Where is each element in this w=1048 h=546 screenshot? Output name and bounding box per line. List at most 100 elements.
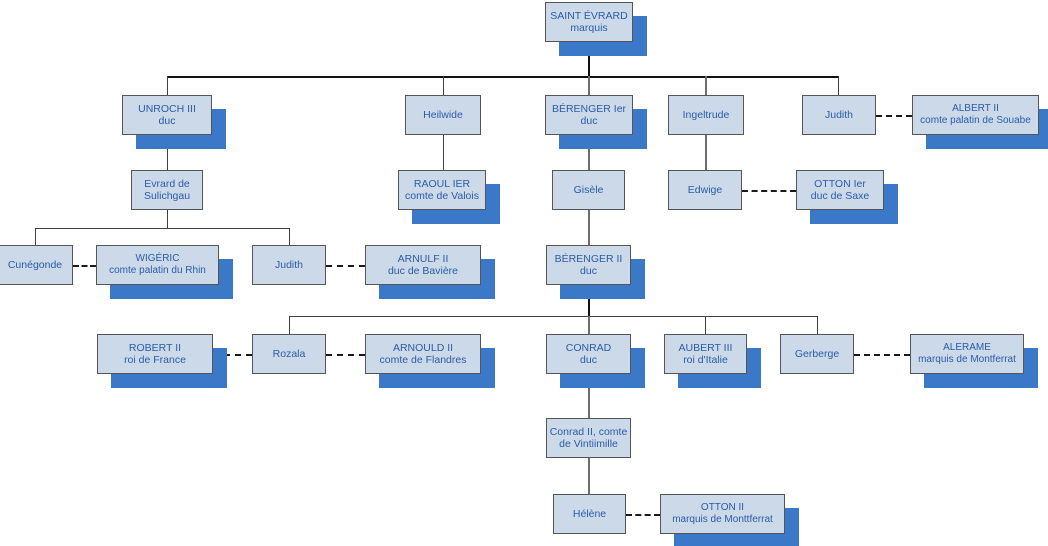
node-judith-2[interactable]: Judith (252, 245, 326, 285)
node-gisele[interactable]: Gisèle (552, 170, 625, 210)
union-edwige-otton (742, 190, 796, 192)
node-title: comte palatin de Souabe (920, 115, 1031, 126)
node-title: roi d'Italie (683, 354, 728, 366)
node-name: OTTON II (700, 502, 745, 514)
connector-unroch-evrard (167, 135, 168, 170)
connector-gisele-berenger-ii (588, 210, 590, 245)
connector-drop-ingeltrude (705, 76, 707, 95)
union-judith-arnulf (326, 265, 365, 267)
node-name: ARNOULD II (392, 341, 454, 354)
node-title: duc de Saxe (810, 190, 870, 202)
node-name: UNROCH III (138, 102, 196, 115)
connector-generation2-bus (167, 76, 839, 78)
node-title: roi de France (124, 354, 186, 366)
connector-berenger-ii-children-bus (289, 316, 818, 317)
node-name: Evrard de (144, 177, 190, 190)
connector-drop-berenger-ier (588, 76, 590, 95)
node-name: CONRAD (565, 341, 612, 354)
node-rozala[interactable]: Rozala (252, 334, 326, 374)
node-title: duc (580, 115, 598, 127)
union-helene-otton-ii (626, 514, 660, 516)
node-name: BÉRENGER II (554, 252, 623, 265)
node-heilwide[interactable]: Heilwide (405, 95, 481, 135)
connector-berenger-ii-stem (588, 285, 590, 317)
node-name: Heilwide (423, 108, 463, 121)
node-title: Sulichgau (143, 190, 191, 202)
node-name: Rozala (272, 347, 306, 360)
node-name: ARNULF II (397, 252, 449, 265)
connector-conrad-conradii (588, 374, 590, 418)
node-name: Gerberge (794, 347, 840, 360)
node-name: Edwige (687, 183, 723, 196)
node-title: de Vintiimille (559, 438, 618, 450)
node-name: Hélène (572, 507, 607, 520)
node-helene[interactable]: Hélène (553, 494, 626, 534)
connector-ingeltrude-edwige (705, 135, 707, 170)
node-name: WIGÉRIC (135, 253, 180, 265)
node-title: comte palatin du Rhin (109, 265, 206, 276)
node-title: comte de Flandres (379, 354, 467, 366)
node-title: duc de Bavière (387, 265, 459, 277)
union-gerberge-alerame (854, 354, 910, 356)
node-edwige[interactable]: Edwige (668, 170, 742, 210)
union-rozala-arnould (326, 354, 365, 356)
node-name: SAINT ÉVRARD (550, 9, 628, 22)
node-name: AUBERT III (678, 341, 733, 354)
connector-conradii-helene (588, 458, 590, 494)
connector-evrard-children-bus (35, 228, 289, 229)
node-name: Conrad II, comte (549, 425, 628, 438)
node-title: marquis (570, 22, 608, 34)
connector-evrard-stem-down (167, 210, 168, 228)
connector-drop-unroch (167, 76, 168, 95)
connector-drop-judith-1 (838, 76, 839, 95)
node-ingeltrude[interactable]: Ingeltrude (668, 95, 744, 135)
node-judith-1[interactable]: Judith (802, 95, 876, 135)
connector-drop-cunegonde (35, 228, 36, 245)
connector-heilwide-raoul (443, 135, 444, 170)
node-cunegonde[interactable]: Cunégonde (0, 245, 73, 285)
node-name: RAOUL IER (413, 177, 471, 190)
node-name: Judith (824, 108, 854, 121)
node-name: ROBERT II (128, 341, 182, 354)
connector-drop-rozala (289, 316, 290, 334)
node-name: Gisèle (573, 183, 604, 196)
node-name: Cunégonde (7, 258, 63, 271)
node-name: BÉRENGER Ier (551, 102, 627, 115)
union-cunegonde-wigeric (73, 265, 96, 267)
node-name: ALERAME (943, 342, 991, 354)
node-title: duc (580, 354, 597, 366)
node-name: Judith (274, 258, 304, 271)
connector-drop-heilwide (443, 76, 444, 95)
node-name: OTTON Ier (814, 177, 866, 190)
node-name: Ingeltrude (682, 108, 730, 121)
node-title: marquis de Monttferrat (672, 514, 773, 525)
connector-drop-aubert (705, 316, 706, 334)
connector-drop-gerberge (817, 316, 818, 334)
node-gerberge[interactable]: Gerberge (780, 334, 854, 374)
union-robert-rozala (213, 354, 252, 356)
connector-berenger-gisele (588, 135, 590, 170)
node-title: comte de Valois (405, 190, 479, 202)
connector-drop-conrad (588, 316, 590, 334)
node-title: duc (158, 115, 176, 127)
connector-drop-judith-2 (289, 228, 290, 245)
connector-evrard-stem (588, 42, 590, 77)
